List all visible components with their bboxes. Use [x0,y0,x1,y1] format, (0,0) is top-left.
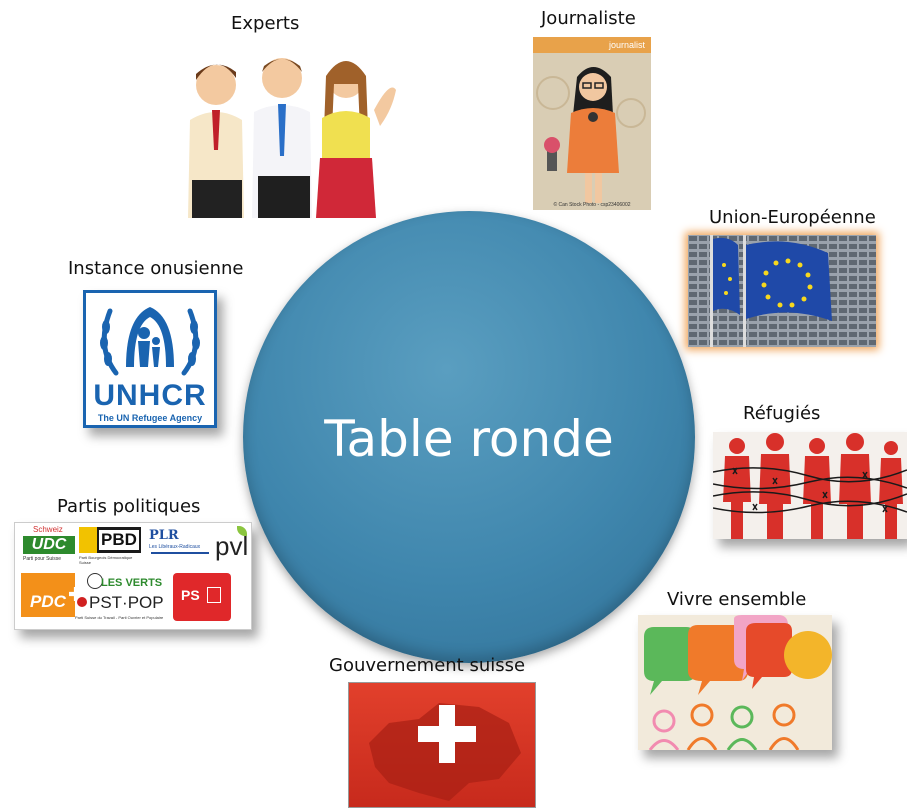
unhcr-tagline: The UN Refugee Agency [97,413,203,423]
journaliste-caption: © Can Stock Photo - csp23406002 [553,202,631,208]
experts-label: Experts [231,13,300,34]
journalist-person-icon [536,67,646,203]
plr-logo: PLR [149,528,179,543]
gouvernement-label: Gouvernement suisse [329,655,526,676]
pbd-logo: PBD [79,527,141,553]
pst-logo: PST·POP [89,593,164,612]
udc-logo: UDC [23,536,75,554]
partis-label: Partis politiques [57,496,201,517]
pst-sub-text: Parti Suisse du Travail - Parti Ouvrier … [75,615,164,620]
unhcr-logo: UNHCR The UN Refugee Agency [83,290,217,428]
verts-sun-icon [87,573,103,589]
udc-top-text: Schweiz [33,525,63,534]
journalist-banner: journalist [533,37,651,53]
plr-sub-text: Les Libéraux-Radicaux [149,544,201,550]
pvl-logo: pvl [215,531,249,561]
udc-sub-text: Parti pour Suisse [23,556,62,562]
journaliste-illustration: journalist © Can Stock Photo - csp234060… [533,37,651,210]
pdc-logo: PDC [21,573,75,617]
unhcr-emblem-icon [100,307,200,376]
center-title: Table ronde [324,410,614,468]
instance-label: Instance onusienne [68,258,244,279]
refugies-illustration [713,432,907,539]
eu-flag-icon [688,235,876,347]
table-ronde-circle: Table ronde [243,211,695,663]
speech-bubbles-icon [644,615,832,750]
vivre-label: Vivre ensemble [667,589,807,610]
pbd-sub-text: Parti Bourgeois Démocratique Suisse [79,555,133,565]
union-label: Union-Européenne [709,207,876,228]
partis-logos: Schweiz UDC Parti pour Suisse PBD Parti … [14,522,252,630]
verts-logo: LES VERTS [101,577,163,589]
refugees-crowd-icon [713,433,907,539]
gouvernement-illustration [348,682,536,808]
union-illustration [688,235,876,347]
unhcr-wordmark: UNHCR [93,379,207,412]
refugies-label: Réfugiés [743,403,821,424]
vivre-illustration [638,615,832,750]
ps-text: PS [181,587,200,603]
experts-people-icon [188,58,396,218]
ps-rose-icon [207,587,221,603]
pbd-text: PBD [99,530,139,550]
journaliste-label: Journaliste [541,8,636,29]
pst-dot-icon [77,597,87,607]
swiss-flag-icon [369,703,521,801]
pvl-leaf-icon [237,526,247,536]
ps-logo: PS [173,573,231,621]
experts-illustration [170,40,410,218]
